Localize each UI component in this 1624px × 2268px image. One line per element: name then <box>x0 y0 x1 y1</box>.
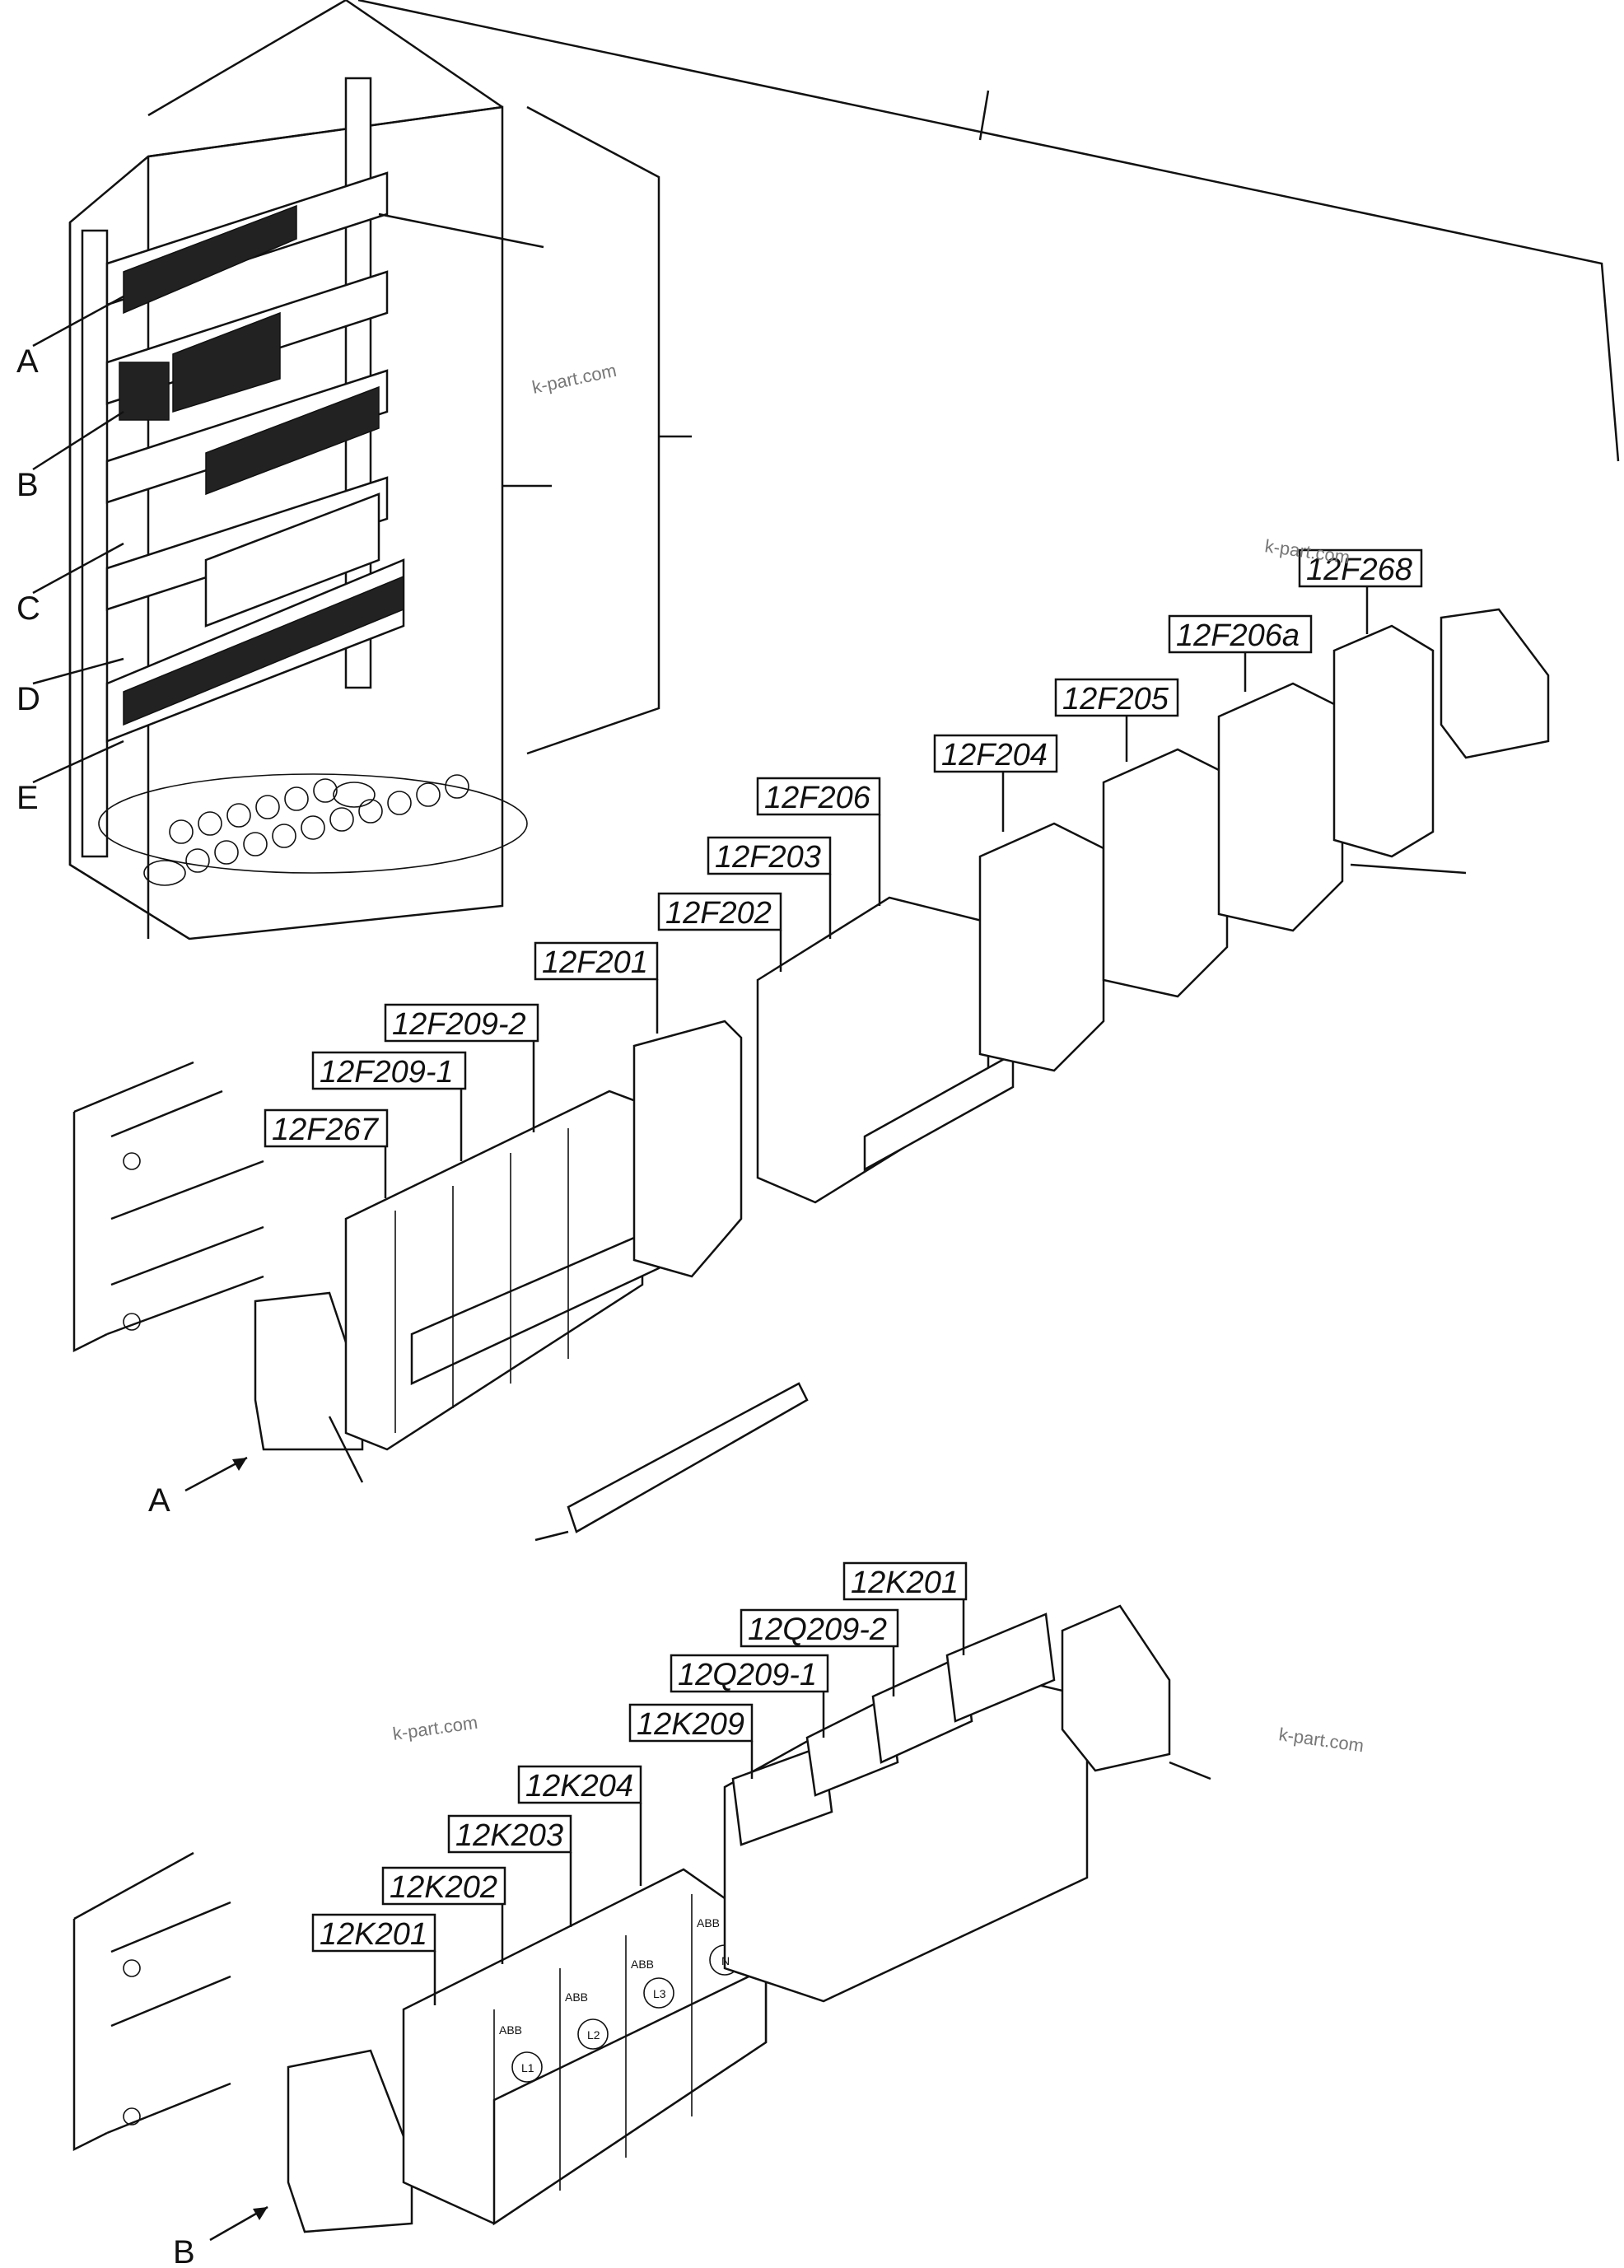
svg-text:12F206a: 12F206a <box>1176 618 1300 653</box>
svg-text:12F202: 12F202 <box>665 896 772 931</box>
svg-text:12K204: 12K204 <box>525 1769 633 1804</box>
tag-12k202: 12K202 <box>381 1866 506 1964</box>
tag-12k203: 12K203 <box>447 1814 572 1927</box>
breaker-group-2 <box>756 896 1015 1204</box>
tag-12k201-right: 12K201 <box>842 1561 968 1655</box>
tag-12q209-1: 12Q209-1 <box>670 1654 829 1738</box>
view-arrowhead-b <box>253 2207 268 2220</box>
svg-text:12Q209-1: 12Q209-1 <box>678 1658 817 1692</box>
brand-mark-2: ABB <box>565 1990 588 2004</box>
tag-12f201: 12F201 <box>534 941 659 1034</box>
svg-text:12F267: 12F267 <box>272 1113 380 1147</box>
tag-12f204: 12F204 <box>933 734 1058 832</box>
brand-mark-3: ABB <box>631 1958 654 1971</box>
svg-text:12F268: 12F268 <box>1306 553 1412 587</box>
phase-mark-l1: L1 <box>521 2061 534 2074</box>
svg-text:12K201: 12K201 <box>851 1566 959 1600</box>
cable-glands <box>143 774 469 886</box>
watermark-1: k-part.com <box>530 360 618 398</box>
svg-text:12K201: 12K201 <box>320 1917 427 1952</box>
tag-12f203: 12F203 <box>707 836 832 939</box>
relay-module-group <box>402 1868 768 2226</box>
svg-text:12F209-1: 12F209-1 <box>320 1055 454 1090</box>
contactor-row: ABB ABB ABB ABB L1 L2 L3 N <box>72 1604 1211 2233</box>
tag-12k201-left: 12K201 <box>311 1913 436 2005</box>
tag-12f205: 12F205 <box>1054 678 1179 762</box>
phase-mark-n: N <box>721 1954 730 1967</box>
breaker-tags: 12F267 12F209-1 12F209-2 12F201 12F202 1… <box>264 548 1423 1198</box>
tag-12k209: 12K209 <box>628 1703 754 1779</box>
breaker-12f206a <box>1217 682 1344 932</box>
breaker-12f201 <box>632 1020 743 1278</box>
svg-text:12K209: 12K209 <box>637 1707 744 1742</box>
tag-12f209-1: 12F209-1 <box>311 1051 467 1161</box>
tag-12f202: 12F202 <box>657 892 782 972</box>
svg-text:12F203: 12F203 <box>715 840 821 875</box>
tag-12f206: 12F206 <box>756 777 881 906</box>
contactor-tags: 12K201 12K202 12K203 12K204 12K209 12Q20… <box>311 1561 968 2005</box>
watermark-4: k-part.com <box>1277 1724 1365 1756</box>
svg-text:12F209-2: 12F209-2 <box>392 1007 526 1042</box>
phase-mark-l2: L2 <box>587 2028 600 2042</box>
phase-mark-l3: L3 <box>653 1987 666 2000</box>
tag-12f267: 12F267 <box>264 1108 389 1198</box>
tag-12q209-2: 12Q209-2 <box>740 1608 899 1696</box>
cabinet-rails <box>105 171 405 743</box>
svg-text:12F201: 12F201 <box>542 945 648 980</box>
callout-letter-b: B <box>16 467 39 503</box>
view-letter-a: A <box>148 1482 170 1519</box>
tag-12f206a: 12F206a <box>1168 614 1313 692</box>
breaker-row <box>72 608 1550 1542</box>
tag-12f268: 12F268 <box>1298 548 1423 634</box>
svg-text:12F206: 12F206 <box>764 781 871 815</box>
breaker-12f204 <box>978 822 1105 1072</box>
brand-mark-1: ABB <box>499 2023 522 2037</box>
din-rail-a <box>72 1061 264 1353</box>
din-rail-b <box>72 1851 231 2152</box>
svg-text:12Q209-2: 12Q209-2 <box>748 1612 887 1647</box>
tag-12k204: 12K204 <box>517 1765 642 1886</box>
svg-text:12F205: 12F205 <box>1062 682 1169 716</box>
callout-letter-a: A <box>16 343 39 380</box>
svg-text:12F204: 12F204 <box>941 738 1048 772</box>
callout-letter-e: E <box>16 780 39 816</box>
brand-mark-4: ABB <box>697 1916 720 1930</box>
watermark-3: k-part.com <box>391 1712 478 1744</box>
callout-letter-c: C <box>16 590 40 627</box>
tag-12f209-2: 12F209-2 <box>384 1003 539 1132</box>
cabinet-overview <box>32 0 1620 940</box>
breaker-12f205 <box>1102 748 1229 998</box>
svg-text:12K203: 12K203 <box>455 1818 563 1853</box>
contactor-group <box>723 1612 1089 2003</box>
view-letter-b: B <box>173 2234 195 2268</box>
breaker-group-1 <box>344 1090 660 1451</box>
view-arrowhead-a <box>232 1458 247 1471</box>
callout-letter-d: D <box>16 681 40 717</box>
breaker-12f268 <box>1332 624 1435 858</box>
svg-text:12K202: 12K202 <box>390 1870 497 1905</box>
